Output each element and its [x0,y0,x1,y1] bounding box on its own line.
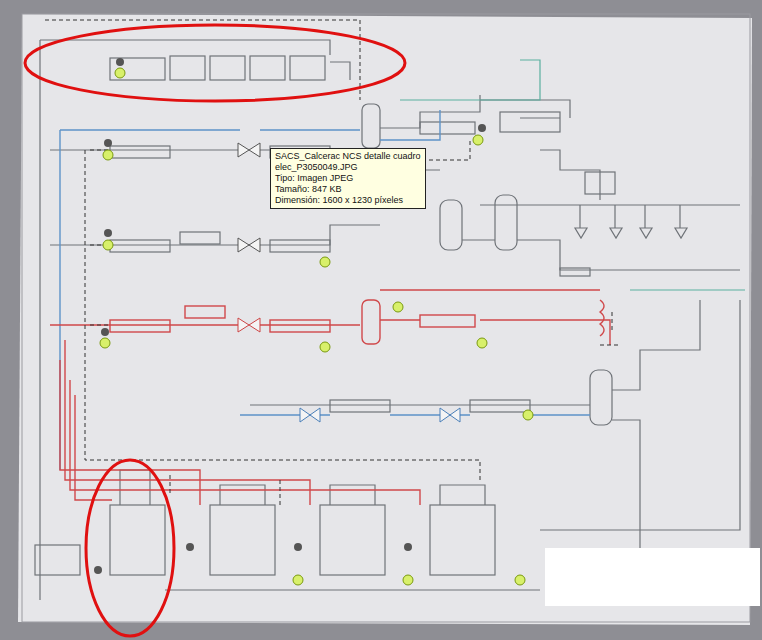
file-property: Dimensión: 1600 x 1230 píxeles [275,195,421,206]
file-name: SACS_Calcerac NCS detalle cuadro elec_P3… [275,151,421,173]
file-tooltip: SACS_Calcerac NCS detalle cuadro elec_P3… [270,148,426,209]
red-lines [50,290,610,505]
highlight-ellipses [25,25,405,636]
status-dots [94,58,486,574]
file-property: Tamaño: 847 KB [275,184,421,195]
green-lines [400,60,745,290]
indicator-lamps [100,68,533,585]
process-lines [35,40,740,600]
file-property: Tipo: Imagen JPEG [275,173,421,184]
valve-symbols [238,143,460,422]
white-patch [545,548,760,606]
paper-sheet [18,14,752,625]
sheet-frame [22,14,750,622]
